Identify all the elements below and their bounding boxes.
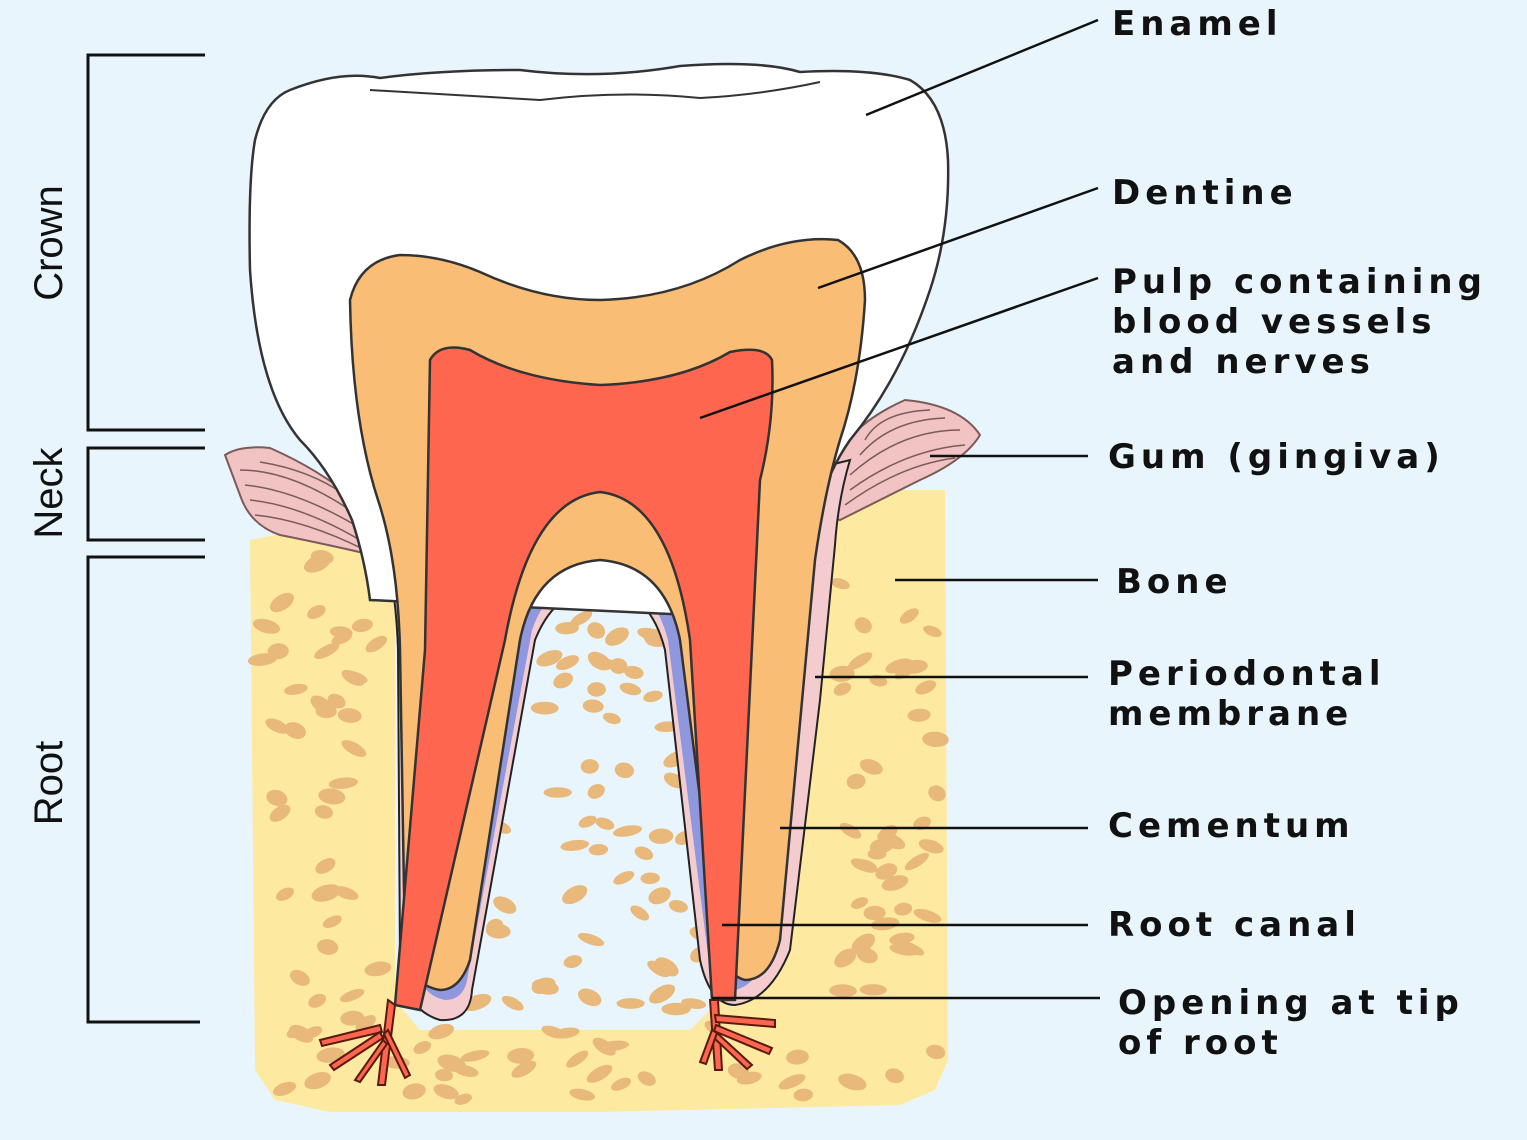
bone-spot [649,828,674,844]
bone-spot [544,787,572,798]
bone-spot [588,843,608,856]
bone-spot [584,619,608,642]
bone-spot [602,711,623,726]
periodontal-label-line-2: membrane [1108,694,1353,734]
bone-spot [667,898,689,915]
bone-spot [617,998,645,1009]
periodontal-label-line-1: Periodontal [1108,654,1386,694]
bone-spot [490,893,519,918]
bone-spot [612,823,643,839]
crown-bracket [88,55,205,430]
bone-spot [633,844,656,863]
opening-label-line-1: Opening at tip [1118,983,1464,1023]
bone-spot [585,781,607,802]
bone-spot [577,813,599,830]
bone-spot [594,815,616,832]
opening-label-line-2: of root [1118,1023,1283,1063]
cementum-label: Cementum [1108,806,1355,846]
neck-label: Neck [27,423,73,563]
bone-spot [618,680,642,697]
bone-spot [642,689,664,704]
gum-label: Gum (gingiva) [1108,437,1445,477]
bone-spot [562,953,583,970]
dentine-label: Dentine [1112,173,1298,213]
bone-spot [611,868,636,887]
bone-spot [551,669,576,691]
section-brackets [88,55,205,1022]
bone-spot [575,985,604,1010]
root-bracket [88,557,205,1022]
bone-label: Bone [1116,562,1233,602]
bone-spot [580,759,599,775]
bone-spot [602,624,632,650]
pulp-label-line-1: Pulp containing [1112,262,1487,302]
bone-spot [640,872,660,884]
enamel-label: Enamel [1112,4,1283,44]
bone-spot [613,761,635,780]
pulp-label-line-2: blood vessels [1112,302,1437,342]
enamel-leader [866,20,1098,115]
bone-spot [559,881,591,908]
bone-spot [582,699,604,714]
neck-bracket [88,448,205,540]
bone-spot [585,648,615,674]
bone-spot [587,682,606,697]
crown-label: Crown [27,173,73,313]
bone-spot [628,902,652,923]
bone-spot [576,930,605,948]
root-canal-label: Root canal [1108,905,1361,945]
pulp-label-line-3: and nerves [1112,342,1375,382]
bone-spot [531,701,559,714]
root-label: Root [27,713,73,853]
bone-spot [560,838,590,852]
bone-spot [500,993,526,1014]
